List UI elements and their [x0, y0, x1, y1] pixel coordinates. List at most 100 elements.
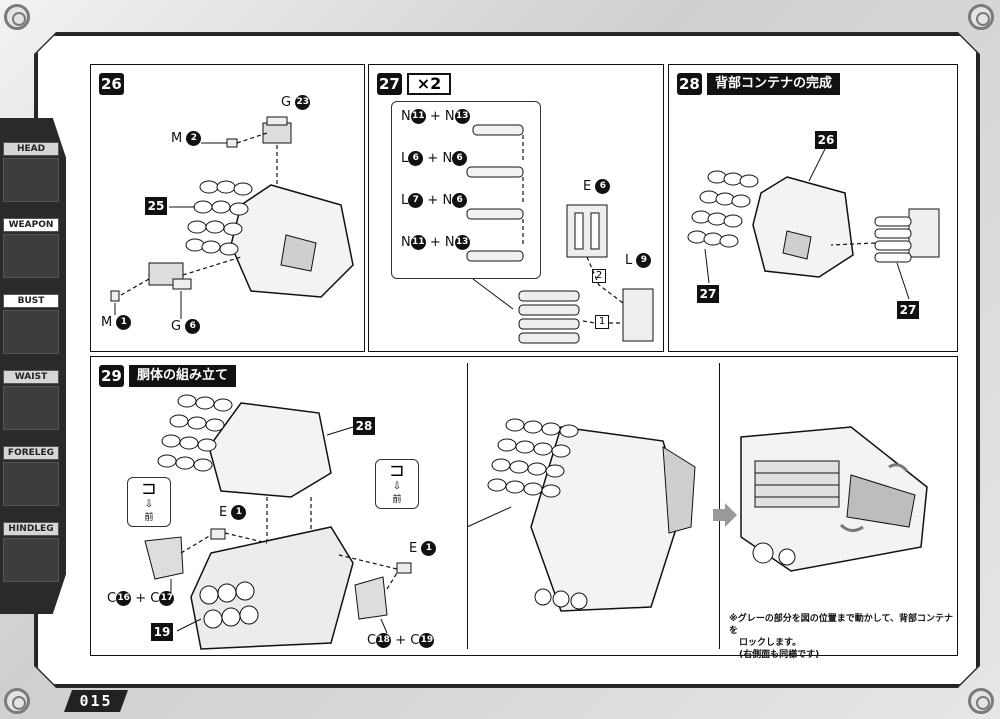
sidebar-item-waist[interactable]: WAIST	[3, 370, 59, 430]
plus-sign: +	[427, 193, 439, 208]
part-label-g6: G 6	[171, 319, 201, 334]
part-letter: M	[171, 131, 183, 146]
sidebar-item-foreleg[interactable]: FORELEG	[3, 446, 59, 506]
assembly-order-1: 1	[595, 315, 609, 329]
part-letter: N	[444, 109, 455, 124]
sidebar-item-label: HEAD	[3, 142, 59, 156]
assembly-note: ※グレーの部分を図の位置まで動かして、背部コンテナを ロックします。 (右側面も…	[729, 613, 955, 661]
part-letter: E	[219, 505, 228, 520]
sidebar-item-head[interactable]: HEAD	[3, 142, 59, 202]
corner-ornament-bottom-left	[4, 688, 30, 714]
sidebar-item-weapon[interactable]: WEAPON	[3, 218, 59, 278]
plus-sign: +	[135, 591, 147, 606]
part-label-m1: M 1	[101, 315, 132, 330]
part-number-badge: 1	[231, 505, 247, 520]
sidebar-item-label: FORELEG	[3, 446, 59, 460]
sidebar-item-hindleg[interactable]: HINDLEG	[3, 522, 59, 582]
container-body-illustration	[185, 180, 354, 298]
part-letter: N	[401, 235, 411, 250]
front-label: 前	[144, 513, 154, 523]
side-bracket-left-illustration	[144, 528, 226, 580]
part-letter: N	[444, 235, 455, 250]
part-letter: C	[410, 633, 420, 648]
reference-step-badge: 19	[151, 623, 173, 641]
side-bracket-right-illustration	[354, 562, 412, 620]
rotate-arrow-icon	[839, 523, 864, 532]
step-27-diagram	[466, 124, 654, 344]
waist-thumb-icon	[3, 386, 59, 430]
bracket-shape-icon: ⊐	[389, 460, 405, 481]
plus-sign: +	[427, 151, 439, 166]
cap-part-illustration	[262, 116, 292, 144]
part-letter: M	[101, 315, 113, 330]
part-number-badge: 6	[408, 151, 424, 166]
part-letter: E	[583, 179, 592, 194]
down-arrow-icon: ⇩	[144, 499, 154, 510]
part-letter: C	[107, 591, 117, 606]
part-label-g23: G 23	[281, 95, 311, 110]
part-label-e6: E 6	[583, 179, 611, 194]
reference-step-badge: 27	[897, 301, 919, 319]
sidebar-item-bust[interactable]: BUST	[3, 294, 59, 354]
part-number-badge: 11	[410, 109, 426, 124]
part-label-l9: L 9	[625, 253, 652, 268]
barrel-bundle-illustration	[518, 290, 580, 344]
reference-step-badge: 26	[815, 131, 837, 149]
part-letter: N	[401, 109, 411, 124]
part-number-badge: 7	[408, 193, 424, 208]
part-label-c18-c19: C18 + C19	[367, 633, 435, 648]
bracket-shape-icon: ⊐	[141, 478, 157, 499]
plus-sign: +	[429, 235, 441, 250]
step-28-panel: 28 背部コンテナの完成 26 27 27	[668, 64, 958, 352]
part-number-badge: 18	[376, 633, 392, 648]
part-number-badge: 23	[295, 95, 311, 110]
part-letter: C	[367, 633, 377, 648]
step-26-diagram	[110, 116, 354, 319]
assembly-order-2: 2	[592, 269, 606, 283]
part-number-badge: 1	[421, 541, 437, 556]
step-26-panel: 26 G 23 M 2 25 M 1 G 6	[90, 64, 365, 352]
orientation-guide-right: ⊐ ⇩ 前	[375, 459, 419, 509]
corner-ornament-top-right	[968, 4, 994, 30]
step-title: 背部コンテナの完成	[707, 73, 841, 95]
part-letter: L	[401, 151, 409, 166]
part-letter: L	[625, 253, 633, 268]
arrow-right-icon	[713, 503, 737, 527]
sub-panel-divider	[467, 363, 468, 649]
sidebar-item-label: BUST	[3, 294, 59, 308]
part-letter: E	[409, 541, 418, 556]
part-letter: G	[171, 319, 182, 334]
magazine-bundle-illustration	[874, 208, 940, 263]
part-number-badge: 16	[116, 591, 132, 606]
sidebar-item-label: WAIST	[3, 370, 59, 384]
container-illustration	[157, 394, 332, 498]
hinge-part-illustration	[148, 262, 192, 290]
step-title: 胴体の組み立て	[129, 365, 237, 387]
sidebar-item-label: WEAPON	[3, 218, 59, 232]
weapon-thumb-icon	[3, 234, 59, 278]
assembled-torso-illustration	[487, 418, 696, 612]
part-number-badge: 6	[185, 319, 201, 334]
step-number: 28	[677, 73, 702, 95]
lock-detail-illustration	[740, 426, 928, 572]
head-thumb-icon	[3, 158, 59, 202]
step-number: 27	[377, 73, 402, 95]
part-number-badge: 6	[595, 179, 611, 194]
part-letter: N	[442, 151, 453, 166]
step-29-diagram	[144, 394, 928, 650]
barrel-subassembly-box	[391, 101, 541, 279]
part-number-badge: 17	[159, 591, 175, 606]
plus-sign: +	[395, 633, 407, 648]
lock-plate-illustration	[622, 288, 654, 342]
note-line: ※グレーの部分を図の位置まで動かして、背部コンテナを	[729, 614, 954, 636]
part-number-badge: 2	[186, 131, 202, 146]
part-number-badge: 13	[454, 235, 470, 250]
barrel-row-1-label: N11 + N13	[401, 109, 470, 124]
front-label: 前	[392, 495, 402, 505]
sidebar-item-label: HINDLEG	[3, 522, 59, 536]
step-number: 29	[99, 365, 124, 387]
part-label-e1-right: E 1	[409, 541, 437, 556]
reference-step-badge: 25	[145, 197, 167, 215]
down-arrow-icon: ⇩	[392, 481, 402, 492]
